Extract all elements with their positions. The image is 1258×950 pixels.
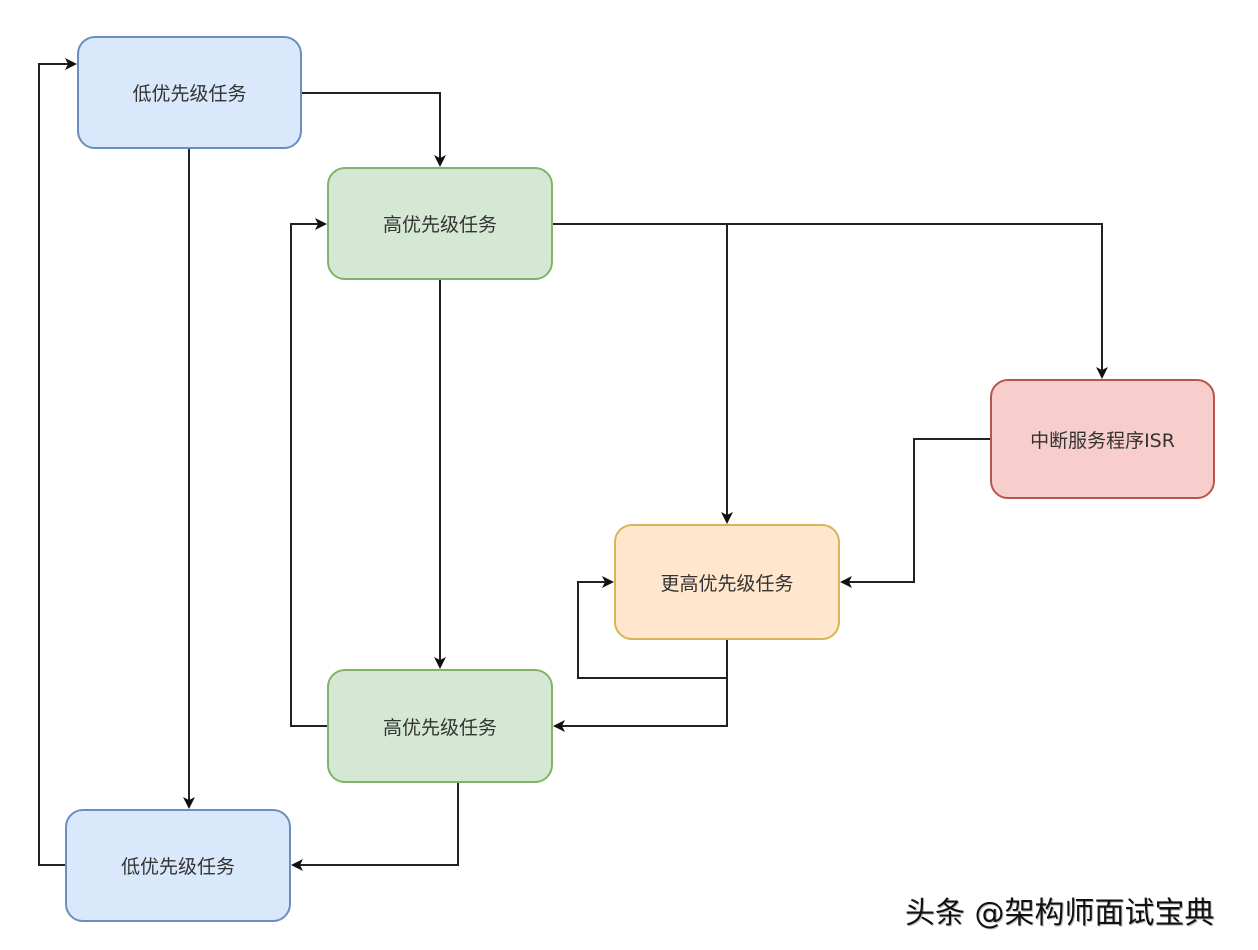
- edge-higher-self-loop: [577, 576, 728, 679]
- edge-high-top-to-isr: [553, 223, 1108, 379]
- edge-high-bot-to-low-bot: [291, 783, 459, 871]
- node-label: 更高优先级任务: [660, 572, 794, 595]
- node-label: 高优先级任务: [382, 214, 497, 236]
- node-high-priority-task-bottom[interactable]: 高优先级任务: [327, 669, 553, 783]
- edge-high-bot-to-high-top: [290, 218, 327, 727]
- node-low-priority-task-top[interactable]: 低优先级任务: [77, 36, 302, 149]
- node-low-priority-task-bottom[interactable]: 低优先级任务: [65, 809, 291, 922]
- edge-higher-to-high-bot: [553, 678, 728, 732]
- watermark: 头条 @架构师面试宝典: [905, 896, 1215, 931]
- node-high-priority-task-top[interactable]: 高优先级任务: [327, 167, 553, 280]
- edge-isr-to-higher: [840, 438, 990, 588]
- node-label: 低优先级任务: [120, 856, 235, 878]
- edge-low-bot-to-low-top: [38, 58, 77, 866]
- edge-low-top-to-high-top: [302, 92, 446, 167]
- node-isr[interactable]: 中断服务程序ISR: [990, 379, 1215, 499]
- node-label: 高优先级任务: [382, 716, 497, 739]
- node-label: 中断服务程序ISR: [1030, 429, 1175, 452]
- node-label: 低优先级任务: [132, 83, 247, 105]
- node-higher-priority-task[interactable]: 更高优先级任务: [614, 524, 840, 640]
